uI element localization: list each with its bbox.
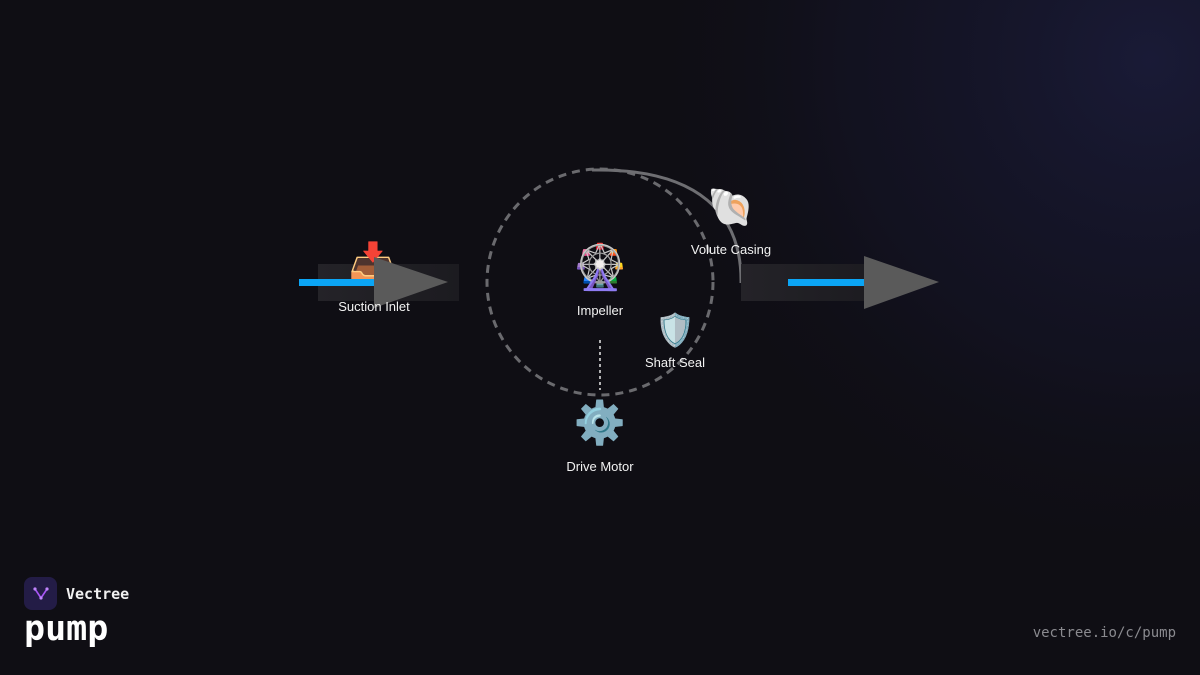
impeller-ring <box>485 167 715 397</box>
brand-name: Vectree <box>66 584 130 603</box>
volute-casing-label: Volute Casing <box>691 242 771 257</box>
impeller-label: Impeller <box>577 303 624 318</box>
node-shaft-seal[interactable]: 🛡️ Shaft Seal <box>645 311 705 370</box>
node-volute-casing[interactable]: 🐚 Volute Casing <box>691 185 771 257</box>
spiral-shell-icon: 🐚 <box>707 185 754 229</box>
page-title: pump <box>24 609 109 649</box>
ferris-wheel-icon: 🎡 <box>573 242 628 293</box>
suction-inlet-label: Suction Inlet <box>338 299 410 314</box>
edge-impeller-to-volute <box>591 168 743 284</box>
outlet-flow-stream <box>788 279 874 286</box>
vectree-logo-icon <box>24 577 57 610</box>
shaft-seal-label: Shaft Seal <box>645 355 705 370</box>
outlet-arrow-head <box>864 256 939 309</box>
drive-motor-label: Drive Motor <box>566 459 634 474</box>
inlet-flow-stream <box>299 279 384 286</box>
node-drive-motor[interactable]: ⚙️ Drive Motor <box>566 398 634 474</box>
gear-icon: ⚙️ <box>574 398 626 447</box>
brand[interactable]: Vectree <box>24 577 129 610</box>
shield-icon: 🛡️ <box>655 311 695 349</box>
site-url[interactable]: vectree.io/c/pump <box>1032 625 1176 641</box>
node-impeller[interactable]: 🎡 Impeller <box>573 242 628 318</box>
inlet-arrow-head <box>374 257 448 308</box>
